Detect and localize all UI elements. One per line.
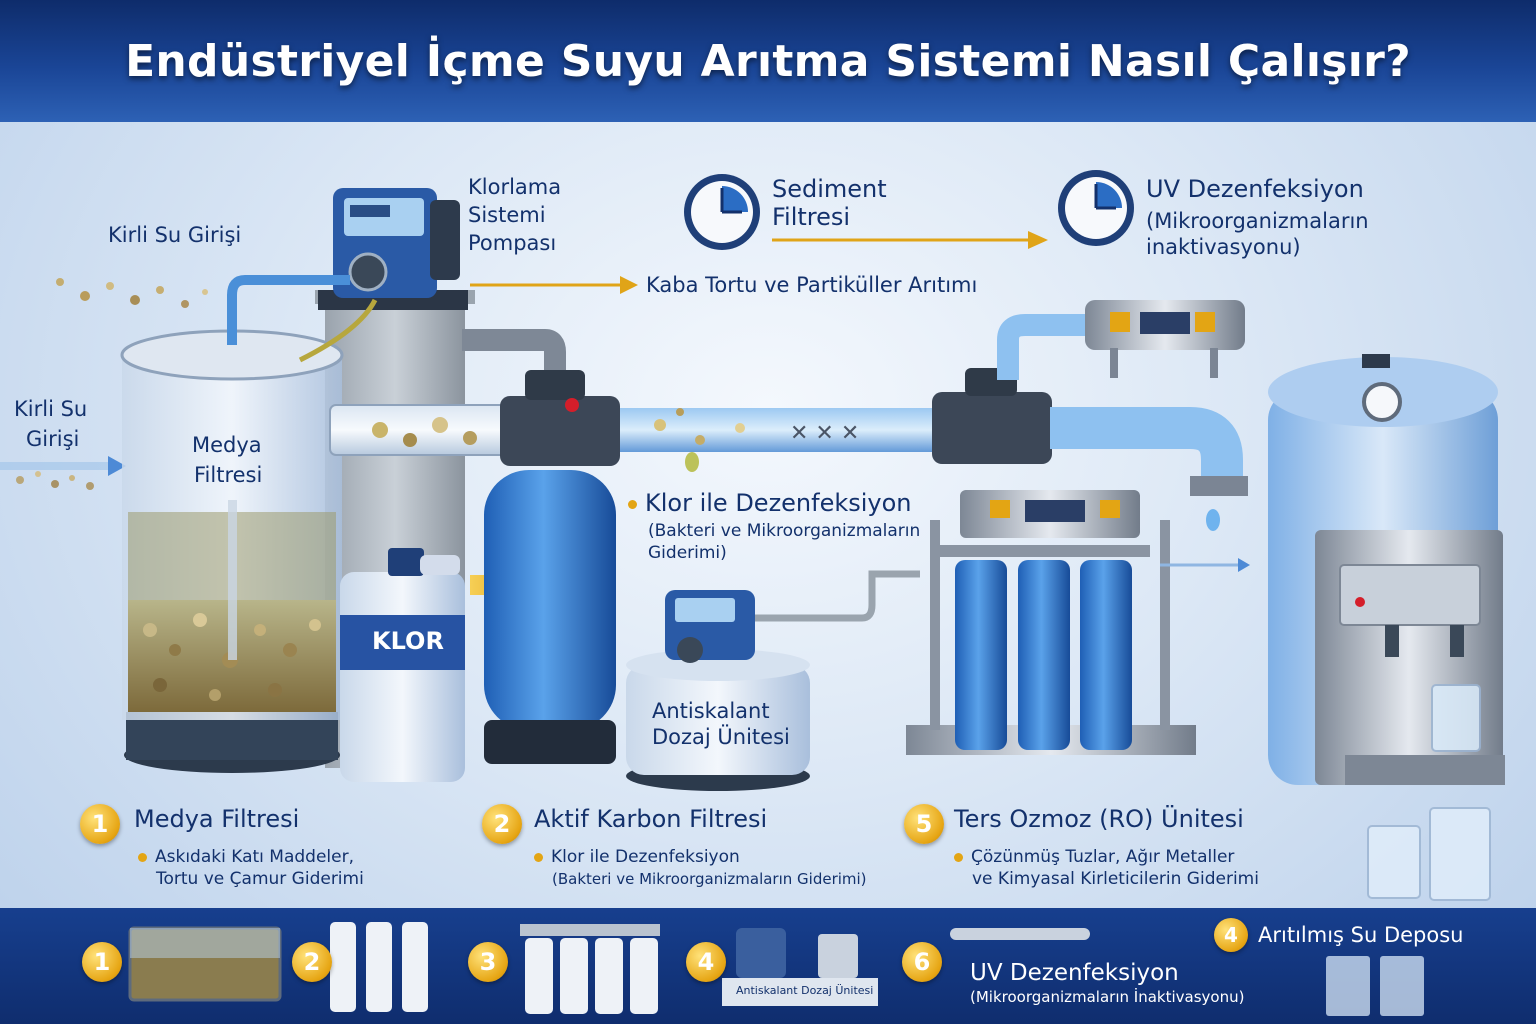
chlor-disinfect-sub-2: Giderimi) [648, 543, 727, 563]
step-1-title: Medya Filtresi [134, 805, 300, 833]
legend-1-badge: 1 [82, 942, 122, 982]
step-5-line-1: Çözünmüş Tuzlar, Ağır Metaller [954, 846, 1234, 868]
water-glass-1 [1367, 825, 1421, 899]
inlet-stream-top [56, 278, 208, 308]
legend-antiscalant-label: Antiskalant Dozaj Ünitesi [736, 984, 874, 997]
legend-6-badge: 6 [902, 942, 942, 982]
chlorination-pump [318, 188, 468, 310]
chlor-disinfect-sub-1: (Bakteri ve Mikroorganizmaların [648, 521, 921, 541]
storage-label: Arıtılmış Su Deposu [1258, 923, 1464, 947]
legend-uv-sub: (Mikroorganizmaların İnaktivasyonu) [970, 988, 1245, 1006]
step-5-line-1-text: Çözünmüş Tuzlar, Ağır Metaller [971, 847, 1235, 867]
uv-sub-label-1: (Mikroorganizmaların [1146, 209, 1369, 233]
sediment-pipe [620, 408, 940, 452]
step-2-badge: 2 [482, 804, 522, 844]
step-5-title: Ters Ozmoz (RO) Ünitesi [954, 805, 1244, 833]
bullet-dot [138, 852, 147, 862]
antiscalant-label-1: Antiskalant [652, 699, 770, 723]
step-2-line-1: Klor ile Dezenfeksiyon [534, 846, 740, 868]
media-filter-label-1: Medya [192, 433, 262, 457]
uv-pipe [1050, 407, 1243, 478]
chlor-pump-label-3: Pompası [468, 231, 557, 255]
step-5-line-2: ve Kimyasal Kirleticilerin Giderimi [972, 869, 1259, 889]
inlet-left-label-1: Kirli Su [14, 397, 88, 421]
legend-4-badge: 4 [686, 942, 726, 982]
klor-can-label: KLOR [372, 627, 444, 655]
step-1-line-2: Tortu ve Çamur Giderimi [156, 869, 364, 889]
inlet-left-label-2: Girişi [26, 427, 80, 451]
uv-clock-icon [1058, 170, 1134, 246]
chlor-pump-label-2: Sistemi [468, 203, 546, 227]
water-glass-2 [1429, 807, 1491, 901]
step-1-line-1: Askıdaki Katı Maddeler, [138, 846, 354, 868]
antiscalant-unit [626, 570, 920, 791]
antiscalant-label-2: Dozaj Ünitesi [652, 725, 790, 749]
step-2-line-2: (Bakteri ve Mikroorganizmaların Giderimi… [552, 870, 867, 888]
chlor-pump-label-1: Klorlama [468, 175, 562, 199]
main-valve [500, 370, 620, 466]
storage-tank [1268, 354, 1505, 785]
inlet-stream-left [0, 456, 126, 490]
feed-pipe [227, 275, 350, 345]
svg-text:✕ ✕ ✕: ✕ ✕ ✕ [790, 421, 859, 446]
sediment-label-2: Filtresi [772, 203, 851, 231]
chlor-disinfect-label: Klor ile Dezenfeksiyon [628, 488, 912, 518]
step-2-title: Aktif Karbon Filtresi [534, 805, 768, 833]
inlet-top-label: Kirli Su Girişi [108, 223, 242, 247]
second-valve [932, 392, 1052, 464]
uv-sub-label-2: inaktivasyonu) [1146, 235, 1301, 259]
carbon-filter-vessel [484, 470, 616, 764]
connection-pipe [462, 329, 566, 380]
bottom-legend-icons [128, 922, 1424, 1016]
bottom-legend-bar: 1 2 3 4 6 Antiskalant Dozaj Ünitesi UV D… [0, 908, 1536, 1024]
media-filter-tank [120, 329, 344, 773]
bullet-dot [628, 499, 637, 509]
step-5-badge: 5 [904, 804, 944, 844]
bullet-dot [954, 852, 963, 862]
chlorine-canister [340, 548, 465, 782]
step-1-badge: 1 [80, 804, 120, 844]
title-bar: Endüstriyel İçme Suyu Arıtma Sistemi Nas… [0, 0, 1536, 122]
sediment-clock-icon [684, 174, 760, 250]
legend-2-badge: 2 [292, 942, 332, 982]
sediment-label-1: Sediment [772, 175, 887, 203]
uv-title-label: UV Dezenfeksiyon [1146, 175, 1364, 203]
ro-unit [906, 490, 1250, 755]
legend-3-badge: 3 [468, 942, 508, 982]
legend-uv-title: UV Dezenfeksiyon [970, 960, 1179, 986]
uv-unit [1085, 300, 1245, 378]
media-filter-label-2: Filtresi [194, 463, 263, 487]
coarse-label: Kaba Tortu ve Partiküller Arıtımı [646, 273, 978, 297]
bullet-dot [534, 852, 543, 862]
transfer-pipe [329, 404, 511, 456]
chlor-disinfect-text: Klor ile Dezenfeksiyon [645, 489, 912, 517]
storage-badge: 4 [1214, 918, 1248, 952]
page-title: Endüstriyel İçme Suyu Arıtma Sistemi Nas… [125, 35, 1411, 87]
step-2-line-1-text: Klor ile Dezenfeksiyon [551, 847, 740, 867]
step-1-line-1-text: Askıdaki Katı Maddeler, [155, 847, 354, 867]
